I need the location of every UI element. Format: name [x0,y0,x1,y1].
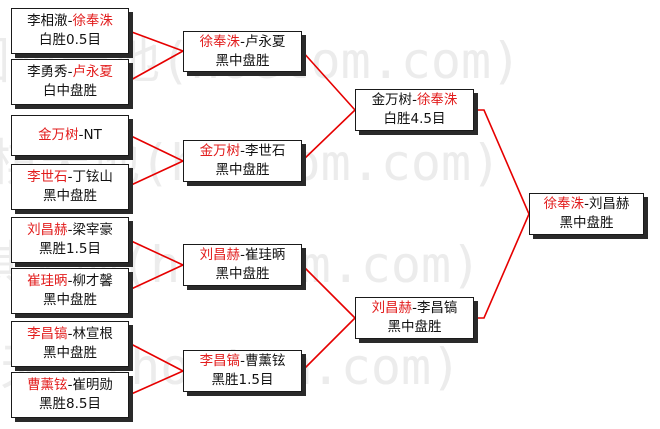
player-1: 刘昌赫 [199,247,241,263]
player-1: 李相澈 [27,13,68,29]
connector [128,370,184,396]
match-box-r2-1: 徐奉洙-卢永夏 黑中盘胜 [183,31,302,72]
match-box-r2-2: 金万树-李世石 黑中盘胜 [183,140,302,182]
player-1: 李世石 [27,169,68,185]
player-2: 柳才馨 [72,273,113,289]
connector [301,264,356,319]
match-box-r1-3: 金万树-NT [11,115,129,156]
connector [128,134,184,162]
match-result: 黑胜1.5目 [39,241,101,257]
match-result: 黑中盘胜 [215,52,270,69]
match-result: 黑中盘胜 [559,215,614,231]
match-box-r1-1: 李相澈-徐奉洙 白胜0.5目 [11,8,129,54]
match-result: 黑中盘胜 [215,162,270,178]
player-2: 卢永夏 [72,64,113,80]
connector [128,30,184,52]
player-2: 徐奉洙 [416,92,458,108]
match-box-r1-2: 李勇秀-卢永夏 白中盘胜 [11,59,129,105]
connector [474,213,530,319]
player-1: 徐奉洙 [199,33,241,50]
player-1: 刘昌赫 [371,300,413,316]
connector [128,239,184,266]
connector [128,50,184,82]
player-2: 李世石 [244,143,286,159]
match-box-r2-4: 李昌镐-曹薰铉 黑胜1.5目 [183,350,302,392]
connector [301,317,356,372]
player-2: NT [83,127,102,143]
match-box-r1-7: 李昌镐-林宣根 黑中盘胜 [11,321,129,367]
match-result: 白胜4.5目 [383,111,446,127]
match-result: 白胜0.5目 [39,32,101,48]
player-1: 金万树 [38,127,79,143]
player-1: 曹薰铉 [27,377,68,393]
match-result: 黑中盘胜 [387,319,442,335]
player-2: 徐奉洙 [72,13,113,29]
player-1: 李昌镐 [199,353,241,369]
match-box-r1-6: 崔珪昞-柳才馨 黑中盘胜 [11,268,129,314]
match-result: 黑中盘胜 [43,188,97,204]
connector [474,109,530,215]
player-2: 林宣根 [72,326,113,342]
player-2: 卢永夏 [244,33,286,50]
match-box-r1-8: 曹薰铉-崔明勋 黑胜8.5目 [11,372,129,418]
connector [128,342,184,372]
player-2: 崔明勋 [72,377,113,393]
match-result: 黑胜1.5目 [211,372,274,388]
match-box-r1-5: 刘昌赫-梁宰豪 黑胜1.5目 [11,217,129,263]
match-result: 黑中盘胜 [43,292,97,308]
player-2: 刘昌赫 [588,196,630,212]
match-result: 黑胜8.5目 [39,396,101,412]
connector [301,50,356,111]
match-box-r2-3: 刘昌赫-崔珪昞 黑中盘胜 [183,244,302,286]
player-2: 梁宰豪 [72,222,113,238]
match-box-r3-1: 金万树-徐奉洙 白胜4.5目 [355,89,474,131]
player-1: 崔珪昞 [27,273,68,289]
player-2: 丁铉山 [72,169,113,185]
match-result: 黑中盘胜 [43,345,97,361]
match-result: 黑中盘胜 [215,266,270,282]
player-1: 刘昌赫 [27,222,68,238]
player-1: 李昌镐 [27,326,68,342]
connector [301,109,356,162]
player-2: 崔珪昞 [244,247,286,263]
player-1: 金万树 [371,92,413,108]
player-1: 徐奉洙 [543,196,585,212]
player-1: 金万树 [199,143,241,159]
match-box-r3-2: 刘昌赫-李昌镐 黑中盘胜 [355,297,474,339]
player-1: 李勇秀 [27,64,68,80]
player-2: 曹薰铉 [244,353,286,369]
match-box-final: 徐奉洙-刘昌赫 黑中盘胜 [529,193,644,235]
player-2: 李昌镐 [416,300,458,316]
match-result: 白中盘胜 [43,83,97,99]
match-box-r1-4: 李世石-丁铉山 黑中盘胜 [11,164,129,210]
connector [128,264,184,291]
connector [128,160,184,187]
